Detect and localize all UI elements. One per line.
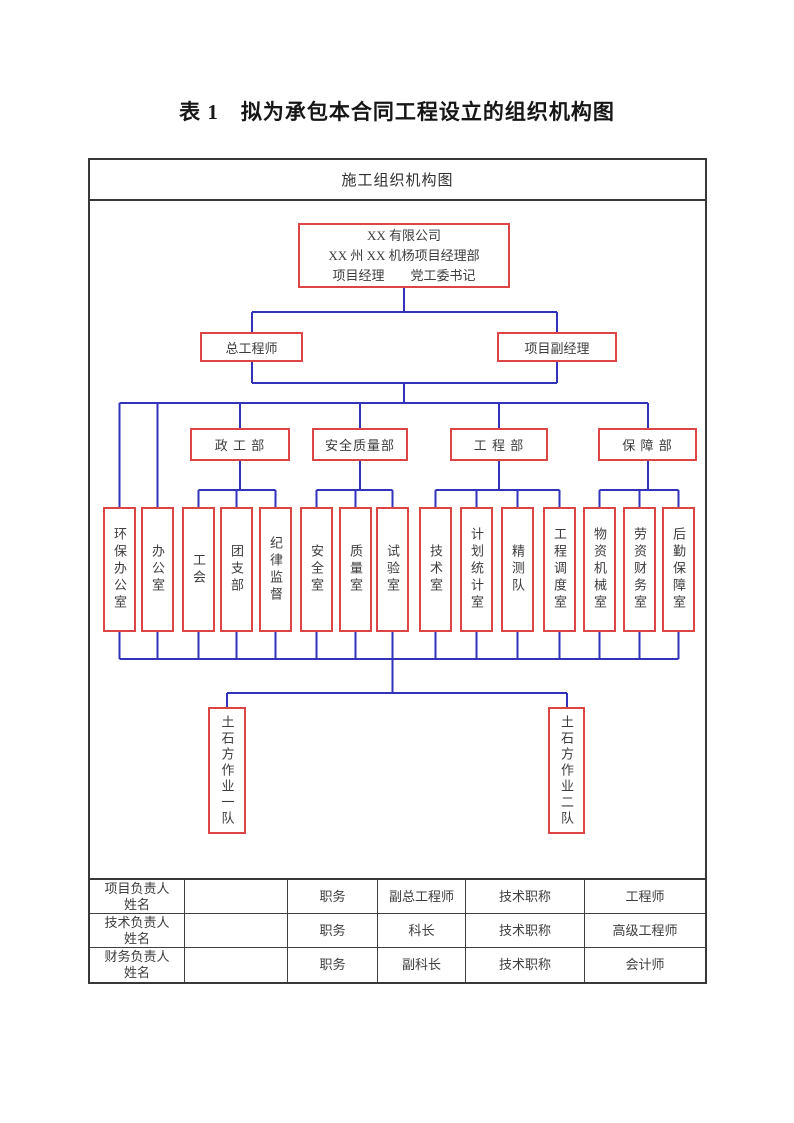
table-name-cell <box>185 880 288 914</box>
youth-league-branch-box: 团支部 <box>220 507 253 632</box>
table-duty-value: 科长 <box>378 914 466 948</box>
page-title: 表 1 拟为承包本合同工程设立的组织机构图 <box>179 100 615 124</box>
earthwork-team-2-box: 土石方作业二队 <box>548 707 585 834</box>
table-duty-value: 副总工程师 <box>378 880 466 914</box>
safety-office-box: 安全室 <box>300 507 333 632</box>
manager-line: 项目经理 党工委书记 <box>332 267 476 283</box>
chief-engineer-box: 总工程师 <box>200 332 303 362</box>
table-header-title: 技术职称 <box>466 880 585 914</box>
root-box-project-hq: XX 有限公司 XX 州 XX 机杨项目经理部 项目经理 党工委书记 <box>298 223 510 288</box>
testing-office-box: 试验室 <box>376 507 409 632</box>
chart-title: 施工组织机构图 <box>341 173 454 189</box>
labor-union-box: 工会 <box>182 507 215 632</box>
labor-finance-office-box: 劳资财务室 <box>623 507 656 632</box>
table-header-title: 技术职称 <box>466 914 585 948</box>
table-header-duty: 职务 <box>288 948 378 982</box>
table-duty-value: 副科长 <box>378 948 466 982</box>
table-header-duty: 职务 <box>288 880 378 914</box>
table-header-duty: 职务 <box>288 914 378 948</box>
planning-statistics-office-box: 计划统计室 <box>460 507 493 632</box>
precision-survey-team-box: 精测队 <box>501 507 534 632</box>
personnel-table: 项目负责人 姓名 职务 副总工程师 技术职称 工程师 技术负责人 姓名 职务 科… <box>90 878 705 982</box>
table-title-value: 会计师 <box>625 957 665 972</box>
discipline-supervision-box: 纪律监督 <box>259 507 292 632</box>
department-line: XX 州 XX 机杨项目经理部 <box>328 247 480 263</box>
org-chart-frame: 施工组织机构图 项目负责人 姓名 职务 副总工程师 技术职称 工程师 技术负责人… <box>88 158 707 984</box>
deputy-project-manager-box: 项目副经理 <box>497 332 617 362</box>
environmental-protection-office-box: 环保办公室 <box>103 507 136 632</box>
table-row-label: 财务负责人 姓名 <box>90 948 185 982</box>
table-row-label: 技术负责人 姓名 <box>90 914 185 948</box>
table-row-label: 项目负责人 姓名 <box>90 880 185 914</box>
table-name-cell <box>185 948 288 982</box>
company-line: XX 有限公司 <box>366 227 442 243</box>
earthwork-team-1-box: 土石方作业一队 <box>208 707 246 834</box>
table-title-value: 工程师 <box>585 880 705 914</box>
support-dept-box: 保 障 部 <box>598 428 697 461</box>
table-header-title: 技术职称 <box>466 948 585 982</box>
chart-title-bar: 施工组织机构图 <box>90 160 705 201</box>
quality-office-box: 质量室 <box>339 507 372 632</box>
table-title-value: 高级工程师 <box>585 914 705 948</box>
logistics-support-office-box: 后勤保障室 <box>662 507 695 632</box>
project-dispatch-office-box: 工程调度室 <box>543 507 576 632</box>
political-work-dept-box: 政 工 部 <box>190 428 290 461</box>
materials-machinery-office-box: 物资机械室 <box>583 507 616 632</box>
engineering-dept-box: 工 程 部 <box>450 428 548 461</box>
table-name-cell <box>185 914 288 948</box>
technology-office-box: 技术室 <box>419 507 452 632</box>
admin-office-box: 办公室 <box>141 507 174 632</box>
safety-quality-dept-box: 安全质量部 <box>312 428 408 461</box>
